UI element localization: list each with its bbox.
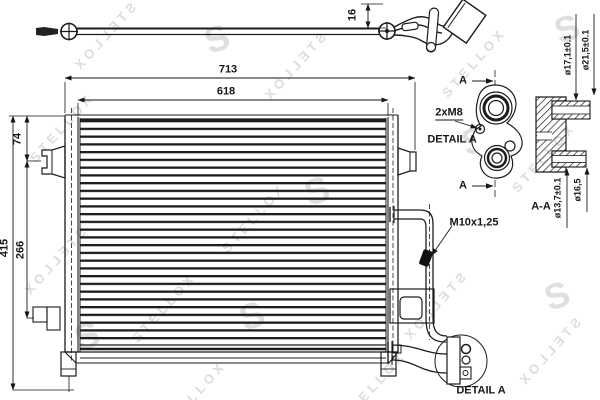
right-pipe-assembly (387, 204, 453, 374)
label-bolt-holes: 2xM8 (435, 106, 463, 121)
dimension-lines (9, 3, 416, 391)
dim-port-bottom-inner: ø13,7±0.1 (552, 177, 563, 219)
detail-a-view (454, 70, 523, 198)
label-detail-a-bottom: DETAIL A (456, 384, 506, 397)
label-detail-a-top: DETAIL A (427, 133, 477, 146)
section-a-a-view (535, 14, 597, 228)
label-section-marker-bottom: A (459, 179, 467, 192)
label-thread-size: M10x1,25 (449, 216, 499, 229)
top-pipe-assembly (36, 0, 487, 53)
dim-port-bottom-outer: ø16,5 (572, 178, 583, 202)
dim-port-top-inner: ø17,1±0.1 (562, 34, 573, 76)
dim-bracket-span: 266 (14, 240, 27, 260)
dim-port-top-outer: ø21,5±0.1 (580, 29, 591, 71)
label-section-marker-top: A (459, 74, 467, 87)
dim-top-to-bracket: 74 (11, 132, 24, 146)
dim-pipe-offset: 16 (346, 8, 359, 22)
label-section-name: A-A (531, 200, 551, 213)
dim-core-width: 618 (216, 85, 236, 98)
detail-a-bottom-view (434, 334, 488, 388)
dim-overall-height: 415 (0, 238, 11, 258)
condenser-front-view (32, 108, 417, 392)
dim-overall-width: 713 (218, 63, 238, 76)
